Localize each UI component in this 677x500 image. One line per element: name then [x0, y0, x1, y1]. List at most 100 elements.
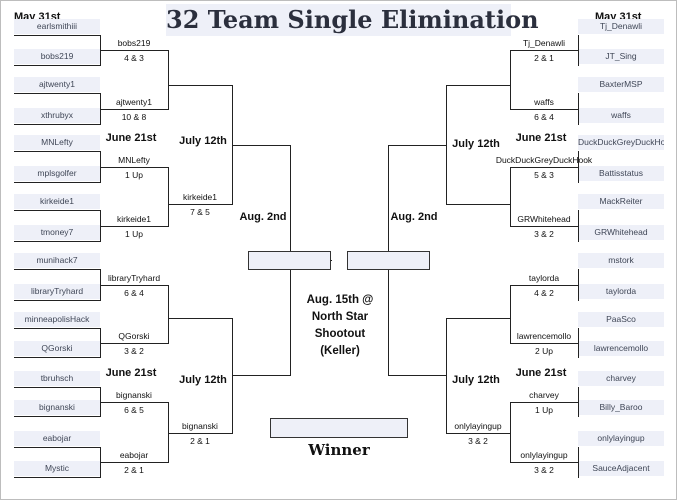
left-r3-winner-4: bignanski: [182, 421, 218, 431]
left-r1-slot-13: tbruhsch: [14, 371, 100, 386]
left-r2-line-4: [100, 225, 169, 227]
left-r3-score-4: 2 & 1: [190, 436, 210, 446]
left-r1-slot-5: MNLefty: [14, 135, 100, 150]
page-title: 32 Team Single Elimination: [166, 4, 539, 36]
left-r2-line-1: [100, 49, 169, 51]
right-r4-line-1: [388, 144, 447, 146]
right-r3-line-4: [446, 432, 511, 434]
left-r3-winner-2: kirkeide1: [182, 192, 218, 202]
right-r1-line-2: [578, 64, 579, 66]
left-r1-line-9: [14, 268, 101, 270]
right-r1-slot-14: Billy_Baroo: [578, 400, 664, 415]
left-r2-score-5: 6 & 4: [124, 288, 144, 298]
left-r2-winner-7: bignanski: [116, 390, 152, 400]
right-r2-score-3: 5 & 3: [534, 170, 554, 180]
right-r1-line-12: [578, 356, 579, 358]
left-r1-slot-9: munihack7: [14, 253, 100, 268]
right-r2-line-8: [510, 461, 579, 463]
left-r2-score-1: 4 & 3: [124, 53, 144, 63]
right-r2-winner-5: taylorda: [528, 273, 560, 283]
left-r1-slot-3: ajtwenty1: [14, 77, 100, 92]
right-r1-slot-15: onlylayingup: [578, 431, 664, 446]
left-r1-slot-15: eabojar: [14, 431, 100, 446]
right-r1-connector-1: [577, 35, 579, 66]
left-r2-winner-3: MNLefty: [118, 155, 150, 165]
right-r2-score-4: 3 & 2: [534, 229, 554, 239]
left-r2-connector-1: [167, 50, 169, 110]
right-r1-slot-5: DuckDuckGreyDuckHook: [578, 135, 664, 150]
right-r1-line-5: [578, 150, 579, 152]
right-r2-winner-6: lawrencemollo: [516, 331, 572, 341]
date-left-round2-top: June 21st: [105, 132, 157, 144]
right-r2-winner-2: waffs: [534, 97, 554, 107]
left-r1-line-16: [14, 476, 101, 478]
right-r2-line-7: [510, 401, 579, 403]
right-r1-slot-1: Tj_Denawli: [578, 19, 664, 34]
right-r1-slot-7: MackReiter: [578, 194, 664, 209]
right-r1-line-16: [578, 476, 579, 478]
left-r1-line-3: [14, 92, 101, 94]
left-r2-line-7: [100, 401, 169, 403]
right-r2-score-1: 2 & 1: [534, 53, 554, 63]
final-venue-line4: (Keller): [320, 345, 360, 357]
left-r2-score-6: 3 & 2: [124, 346, 144, 356]
date-right-round2-bottom: June 21st: [515, 367, 567, 379]
left-r1-slot-10: libraryTryhard: [14, 284, 100, 299]
right-r1-slot-2: JT_Sing: [578, 49, 664, 64]
left-r1-line-5: [14, 150, 101, 152]
left-r2-line-5: [100, 284, 169, 286]
left-r2-score-3: 1 Up: [125, 170, 143, 180]
final-venue: Aug. 15th @ North Star Shootout (Keller): [287, 292, 393, 360]
right-r2-line-2: [510, 108, 579, 110]
right-r2-line-4: [510, 225, 579, 227]
right-r1-slot-6: Battisstatus: [578, 166, 664, 181]
right-r1-line-6: [578, 181, 579, 183]
right-r1-line-10: [578, 299, 579, 301]
left-r1-line-15: [14, 446, 101, 448]
left-r1-line-10: [14, 299, 101, 301]
left-r1-slot-14: bignanski: [14, 400, 100, 415]
right-r1-slot-3: BaxterMSP: [578, 77, 664, 92]
right-r1-slot-11: PaaSco: [578, 312, 664, 327]
left-r1-line-6: [14, 181, 101, 183]
left-r2-connector-3: [167, 285, 169, 344]
left-r1-line-2: [14, 64, 101, 66]
left-r1-line-11: [14, 327, 101, 329]
right-r2-line-6: [510, 342, 579, 344]
right-r2-score-5: 4 & 2: [534, 288, 554, 298]
left-r2-winner-8: eabojar: [119, 450, 149, 460]
left-r2-line-6: [100, 342, 169, 344]
left-r3-line-3: [168, 317, 233, 319]
right-r3-line-2: [446, 203, 511, 205]
left-r2-winner-6: QGorski: [118, 331, 150, 341]
right-r2-connector-3: [509, 285, 511, 344]
date-right-round3-top: July 12th: [452, 138, 500, 150]
left-r1-slot-11: minneapolisHack: [14, 312, 100, 327]
right-r2-line-5: [510, 284, 579, 286]
right-r2-winner-4: GRWhitehead: [517, 214, 571, 224]
date-left-round3-bottom: July 12th: [179, 374, 227, 386]
date-left-round2-bottom: June 21st: [105, 367, 157, 379]
left-r1-slot-8: tmoney7: [14, 225, 100, 240]
right-r1-slot-13: charvey: [578, 371, 664, 386]
right-r1-line-14: [578, 415, 579, 417]
left-r2-winner-2: ajtwenty1: [116, 97, 152, 107]
right-r1-slot-8: GRWhitehead: [578, 225, 664, 240]
right-r1-line-3: [578, 92, 579, 94]
left-r4-line-2: [232, 374, 291, 376]
left-r3-line-2: [168, 203, 233, 205]
left-r2-winner-1: bobs219: [117, 38, 151, 48]
right-r3-line-1: [446, 84, 511, 86]
right-r1-line-4: [578, 123, 579, 125]
left-r1-slot-4: xthrubyx: [14, 108, 100, 123]
right-r1-line-15: [578, 446, 579, 448]
left-r2-winner-4: kirkeide1: [116, 214, 152, 224]
right-r3-line-3: [446, 317, 511, 319]
right-r2-line-3: [510, 166, 579, 168]
left-r1-slot-16: Mystic: [14, 461, 100, 476]
right-r4-line-2: [388, 374, 447, 376]
left-r4-line-1: [232, 144, 291, 146]
left-r1-connector-1: [99, 35, 101, 66]
left-r2-line-2: [100, 108, 169, 110]
